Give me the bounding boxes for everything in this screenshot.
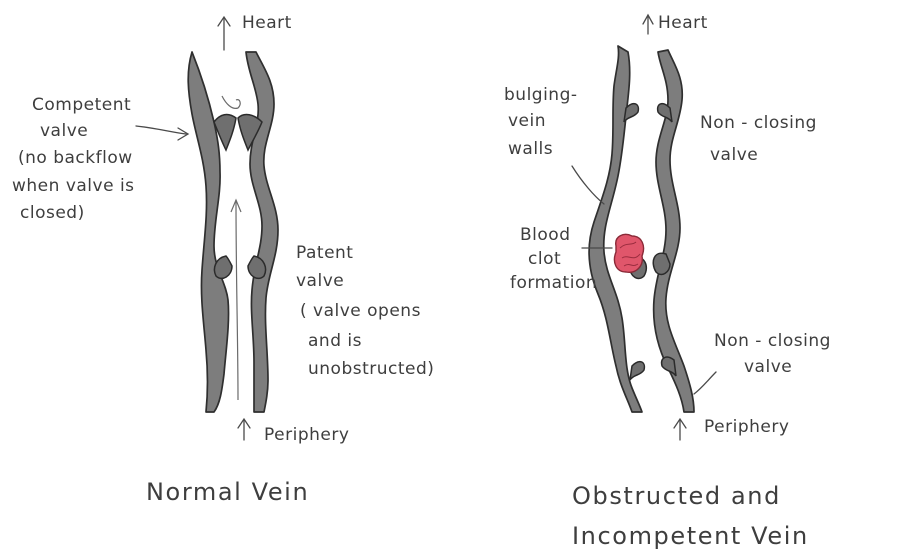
normal-vein-left-wall bbox=[188, 52, 228, 412]
periphery-label-left: Periphery bbox=[264, 425, 349, 445]
blood-clot-formation-label: Blood clot formation bbox=[510, 225, 597, 293]
obstructed-vein-left-wall bbox=[589, 46, 642, 412]
competent-valve-label: Competent valve (no backflow when valve … bbox=[12, 95, 140, 223]
non-closing-valve-top-label: Non - closing valve bbox=[700, 113, 823, 165]
normal-vein-caption: Normal Vein bbox=[146, 478, 309, 506]
periphery-direction-arrow-left bbox=[238, 419, 250, 440]
non-closing-valve-bottom-pointer bbox=[694, 372, 716, 394]
patent-valve-label: Patent valve ( valve opens and is unobst… bbox=[296, 243, 434, 379]
non-closing-valve-bottom-label: Non - closing valve bbox=[714, 331, 837, 377]
periphery-label-right: Periphery bbox=[704, 417, 789, 437]
competent-valve-pointer bbox=[136, 126, 186, 134]
non-closing-valve-bottom-right bbox=[662, 357, 676, 376]
obstructed-valve-mid-right bbox=[653, 253, 670, 274]
backflow-swirl bbox=[222, 96, 240, 108]
heart-label-right: Heart bbox=[658, 13, 708, 33]
patent-valve-left-cusp bbox=[214, 256, 232, 278]
bulging-wall-pointer bbox=[572, 166, 604, 204]
normal-vein-right-wall bbox=[246, 52, 278, 412]
obstructed-vein: Heart bulging- vein walls Non - closin bbox=[504, 13, 837, 550]
non-closing-valve-bottom-left bbox=[630, 362, 644, 380]
normal-flow-arrow bbox=[231, 200, 241, 400]
periphery-direction-arrow-right bbox=[674, 419, 686, 440]
heart-direction-arrow-left bbox=[218, 17, 230, 50]
obstructed-vein-caption: Obstructed and Incompetent Vein bbox=[572, 482, 809, 550]
blood-clot bbox=[614, 234, 643, 272]
normal-vein: Heart Competent valve (no backflow when … bbox=[12, 13, 434, 506]
bulging-vein-walls-label: bulging- vein walls bbox=[504, 85, 583, 159]
heart-direction-arrow-right bbox=[643, 15, 653, 34]
heart-label-left: Heart bbox=[242, 13, 292, 33]
